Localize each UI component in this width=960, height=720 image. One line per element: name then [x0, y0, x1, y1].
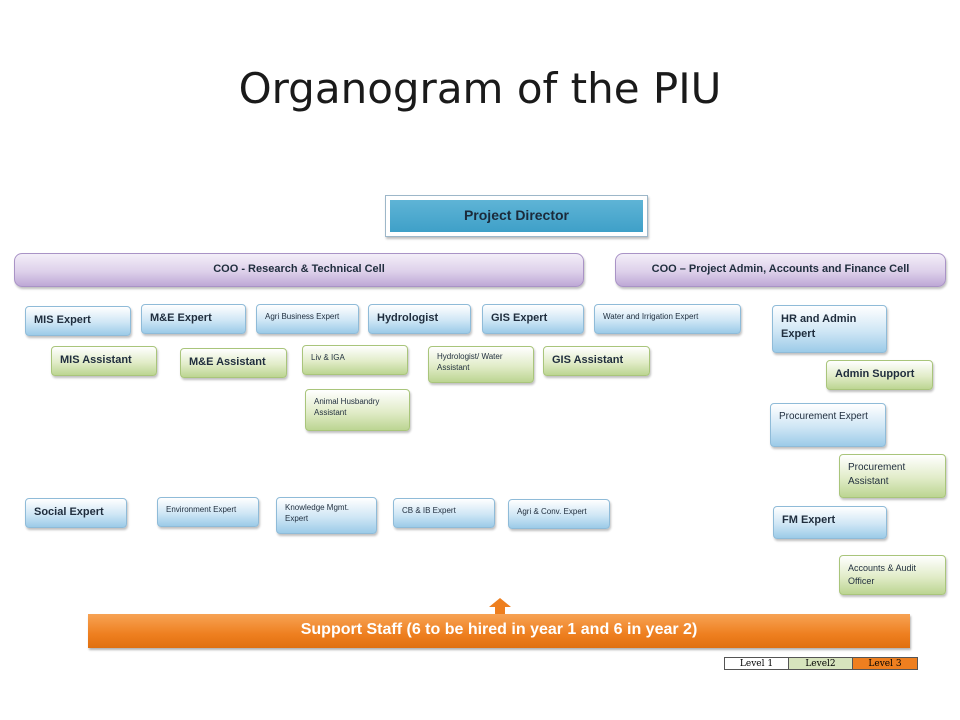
mis-expert-box: MIS Expert: [25, 306, 131, 336]
hydrologist-water-assistant-box: Hydrologist/ Water Assistant: [428, 346, 534, 383]
legend-level2: Level2: [789, 658, 853, 669]
legend-level3: Level 3: [853, 658, 917, 669]
me-expert-box: M&E Expert: [141, 304, 246, 334]
me-assistant-box: M&E Assistant: [180, 348, 287, 378]
legend-level1: Level 1: [725, 658, 789, 669]
admin-support-box: Admin Support: [826, 360, 933, 390]
environment-expert-box: Environment Expert: [157, 497, 259, 527]
knowledge-mgmt-expert-box: Knowledge Mgmt. Expert: [276, 497, 377, 534]
fm-expert-box: FM Expert: [773, 506, 887, 539]
social-expert-box: Social Expert: [25, 498, 127, 528]
mis-assistant-box: MIS Assistant: [51, 346, 157, 376]
cb-ib-expert-box: CB & IB Expert: [393, 498, 495, 528]
project-director-box: Project Director: [385, 195, 648, 237]
liv-iga-box: Liv & IGA: [302, 345, 408, 375]
procurement-assistant-box: Procurement Assistant: [839, 454, 946, 498]
up-arrow-icon: [489, 598, 511, 614]
support-staff-banner: Support Staff (6 to be hired in year 1 a…: [88, 614, 910, 648]
project-director-label: Project Director: [390, 200, 643, 232]
page-title: Organogram of the PIU: [238, 64, 722, 113]
gis-assistant-box: GIS Assistant: [543, 346, 650, 376]
level-legend: Level 1 Level2 Level 3: [724, 657, 918, 670]
accounts-audit-officer-box: Accounts & Audit Officer: [839, 555, 946, 595]
water-irrigation-expert-box: Water and Irrigation Expert: [594, 304, 741, 334]
coo-research-cell-box: COO - Research & Technical Cell: [14, 253, 584, 287]
hydrologist-box: Hydrologist: [368, 304, 471, 334]
agri-business-expert-box: Agri Business Expert: [256, 304, 359, 334]
coo-admin-finance-cell-box: COO – Project Admin, Accounts and Financ…: [615, 253, 946, 287]
animal-husbandry-assistant-box: Animal Husbandry Assistant: [305, 389, 410, 431]
procurement-expert-box: Procurement Expert: [770, 403, 886, 447]
gis-expert-box: GIS Expert: [482, 304, 584, 334]
agri-conv-expert-box: Agri & Conv. Expert: [508, 499, 610, 529]
hr-admin-expert-box: HR and Admin Expert: [772, 305, 887, 353]
